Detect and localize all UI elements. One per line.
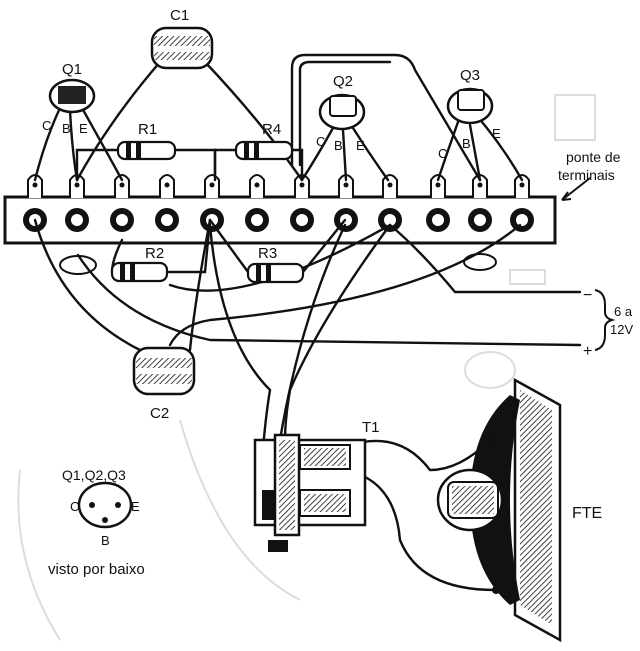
capacitor-c2 [132,346,196,396]
transformer-t1 [253,433,367,552]
terminal-lug-hole [343,182,349,188]
label-q3: Q3 [460,67,480,84]
terminal-lug-hole [435,182,441,188]
label-pinout-c: C [70,499,79,514]
label-q2: Q2 [333,73,353,90]
terminal-lug-hole [209,182,215,188]
label-q3-b: B [462,136,471,151]
label-ponte-line2: terminais [558,167,615,183]
terminal-lug-hole [74,182,80,188]
terminal-eyelet-hole [251,214,263,226]
label-ponte-line1: ponte de [566,149,621,165]
terminal-lug-hole [164,182,170,188]
speaker-fte [436,377,562,643]
label-r4: R4 [262,121,281,138]
label-c1: C1 [170,7,189,24]
background-bleedthrough [17,94,596,641]
terminal-holes [23,208,534,232]
label-pinout-e: E [131,499,140,514]
pinout-sketch [77,481,133,529]
label-q1-b: B [62,121,71,136]
terminal-lugs [27,174,530,198]
label-voltage-line2: 12V [610,322,633,337]
terminal-eyelet-hole [161,214,173,226]
terminal-eyelet-hole [432,214,444,226]
label-q2-e: E [356,138,365,153]
terminal-lug-hole [519,182,525,188]
terminal-lug-hole [32,182,38,188]
label-r2: R2 [145,245,164,262]
terminal-lug-hole [254,182,260,188]
resistor-r1 [116,140,177,161]
label-r1: R1 [138,121,157,138]
terminal-eyelet-hole [71,214,83,226]
label-t1: T1 [362,419,380,436]
transistor-q3 [446,87,494,125]
terminal-lug-hole [119,182,125,188]
label-q2-c: C [316,134,325,149]
terminal-lug-hole [387,182,393,188]
annotations [561,177,616,351]
labels: C1 C2 Q1 Q2 Q3 R1 R4 R2 R3 T1 FTE C B E … [42,7,633,578]
terminal-eyelet-hole [116,214,128,226]
label-voltage-line1: 6 a [614,304,633,319]
label-r3: R3 [258,245,277,262]
label-pinout-caption: visto por baixo [48,561,145,578]
capacitor-c1 [150,26,214,70]
label-q3-c: C [438,146,447,161]
resistor-r3 [246,262,305,284]
terminal-eyelet-hole [474,214,486,226]
label-fte: FTE [572,505,602,522]
terminal-lug-hole [299,182,305,188]
label-q3-e: E [492,126,501,141]
label-pinout-title: Q1,Q2,Q3 [62,467,126,483]
label-q2-b: B [334,138,343,153]
label-plus: + [583,343,592,360]
label-pinout-b: B [101,533,110,548]
label-c2: C2 [150,405,169,422]
transistor-q2 [318,93,366,131]
terminal-lug-hole [477,182,483,188]
resistor-r4 [234,140,294,161]
wire-loops [59,253,497,275]
label-q1-c: C [42,118,51,133]
label-minus: − [583,287,592,304]
label-q1: Q1 [62,61,82,78]
terminal-eyelet-hole [384,214,396,226]
terminal-strip [3,174,557,245]
label-q1-e: E [79,121,88,136]
terminal-eyelet-hole [296,214,308,226]
resistor-r2 [110,261,169,283]
terminal-eyelet-hole [516,214,528,226]
transistor-q1 [48,78,96,114]
